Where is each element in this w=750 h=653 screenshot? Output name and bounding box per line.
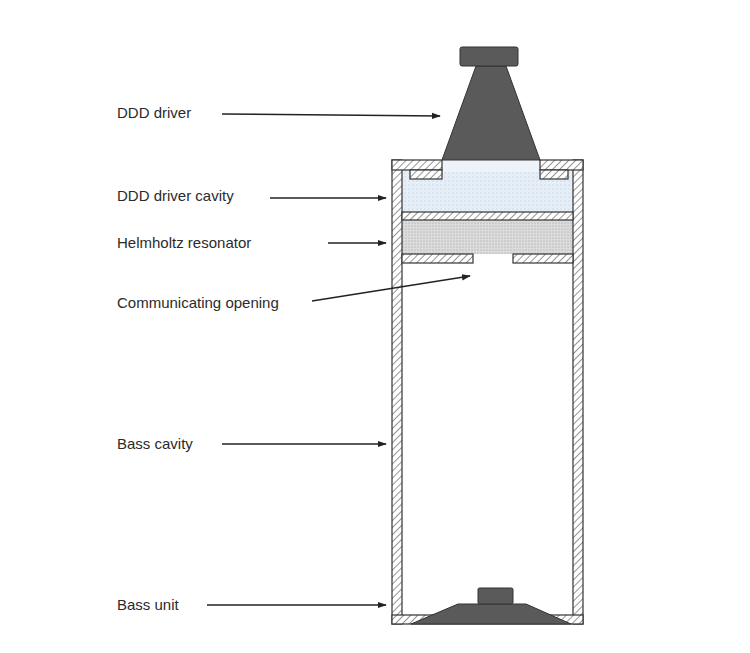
- leader-arrow: [207, 604, 386, 605]
- part-label: DDD driver: [117, 104, 191, 122]
- part-label: Bass unit: [117, 596, 179, 614]
- leader-arrow: [312, 276, 470, 301]
- helmholtz-chamber: [402, 220, 573, 254]
- opening-gap: [473, 254, 513, 263]
- top-wall-right: [540, 160, 583, 170]
- resonator-plate-right: [513, 254, 573, 263]
- resonator-plate-left: [402, 254, 473, 263]
- driver-lip-left: [410, 170, 442, 179]
- top-wall-left: [392, 160, 442, 170]
- part-label: Communicating opening: [117, 294, 279, 312]
- bass-cone: [411, 604, 571, 624]
- leader-arrow: [270, 197, 386, 198]
- leader-arrow: [328, 242, 386, 243]
- bass-magnet: [478, 588, 513, 604]
- leader-arrow: [222, 443, 386, 444]
- driver-cap: [460, 47, 518, 66]
- bass-unit-figure: [411, 588, 571, 624]
- part-label: Helmholtz resonator: [117, 234, 251, 252]
- left-wall: [392, 160, 402, 624]
- driver-mouth: [442, 160, 540, 172]
- ddd-driver-figure: [442, 47, 540, 160]
- divider-wall: [402, 212, 573, 220]
- right-wall: [573, 160, 583, 624]
- leader-arrow: [222, 114, 440, 116]
- enclosure-walls: [392, 160, 583, 624]
- part-label: DDD driver cavity: [117, 187, 234, 205]
- driver-cavity: [402, 170, 573, 212]
- driver-lip-right: [540, 170, 568, 179]
- bass-cavity-space: [402, 263, 573, 615]
- driver-horn: [442, 66, 540, 160]
- part-label: Bass cavity: [117, 435, 193, 453]
- leader-lines: [207, 114, 470, 605]
